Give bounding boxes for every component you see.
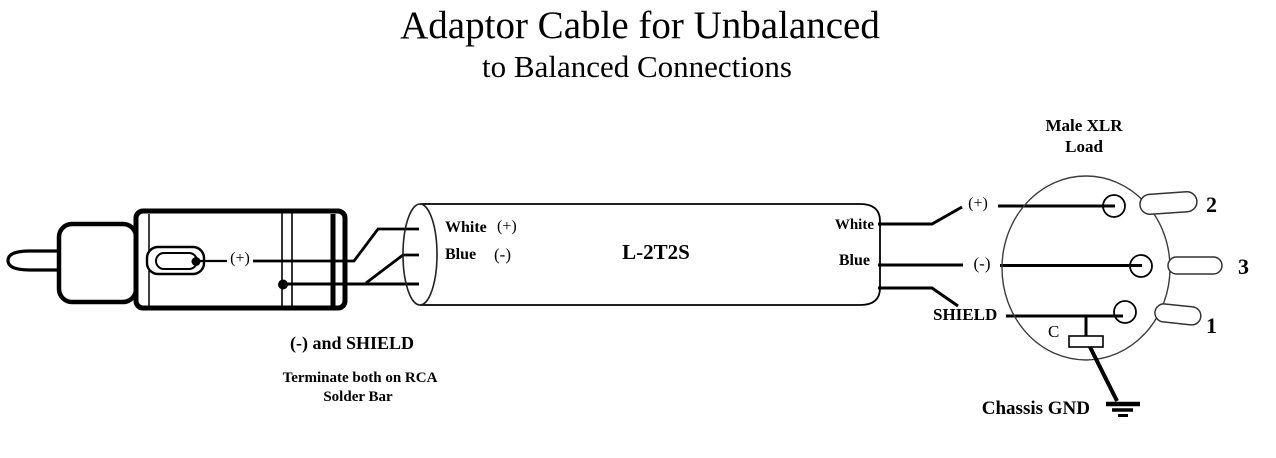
xlr-pin2-contact [1102, 194, 1126, 218]
wire-minus-branch-rca [365, 253, 419, 285]
xlr-plus-label: (+) [968, 195, 988, 212]
wire-shield-right [878, 286, 959, 308]
cable-left-white-label: White [445, 219, 487, 236]
chassis-ground-label: Chassis GND [981, 398, 1090, 419]
xlr-pin3-contact [1129, 254, 1153, 278]
xlr-pin3-terminal [1167, 256, 1223, 275]
wire-white-right [878, 205, 963, 226]
xlr-pin2-terminal [1139, 190, 1198, 216]
xlr-pin1-contact [1113, 300, 1137, 324]
rca-termination-note-line2: Solder Bar [323, 389, 393, 405]
cable-right-white-label: White [834, 217, 874, 233]
xlr-pin1-number: 1 [1206, 313, 1217, 338]
rca-termination-caption: (-) and SHIELD [289, 333, 415, 353]
chassis-ground-icon [1106, 401, 1140, 417]
rca-termination-note-line1: Terminate both on RCA [282, 370, 438, 386]
xlr-heading-line2: Load [1065, 137, 1103, 156]
rca-tip [6, 249, 58, 272]
xlr-shield-label: SHIELD [933, 305, 998, 324]
cable-model-label: L-2T2S [622, 240, 690, 264]
cable-right-blue-label: Blue [838, 252, 870, 269]
rca-plus-label: (+) [230, 250, 250, 267]
page-title-line1: Adaptor Cable for Unbalanced [400, 4, 880, 47]
cable-left-blue-label: Blue [445, 246, 477, 263]
rca-collar [56, 221, 139, 305]
cable-end-ellipse [402, 203, 438, 306]
xlr-pin1-terminal [1154, 303, 1202, 326]
xlr-minus-label: (-) [973, 254, 991, 273]
page-title-line2: to Balanced Connections [482, 49, 792, 84]
rca-lug-terminal-dot [191, 257, 201, 266]
xlr-pin2-number: 2 [1206, 192, 1217, 217]
cable-body [420, 203, 881, 306]
xlr-pin3-number: 3 [1238, 254, 1249, 279]
wire-plus-rca [253, 227, 419, 263]
cable-left-blue-sign: (-) [494, 245, 511, 264]
rca-solder-lug-inner [155, 252, 198, 270]
cable-left-white-sign: (+) [497, 218, 517, 235]
xlr-heading-line1: Male XLR [1045, 116, 1123, 135]
ground-lead [1088, 346, 1119, 402]
capacitor-label: C [1048, 322, 1060, 341]
capacitor-icon [1068, 335, 1104, 348]
